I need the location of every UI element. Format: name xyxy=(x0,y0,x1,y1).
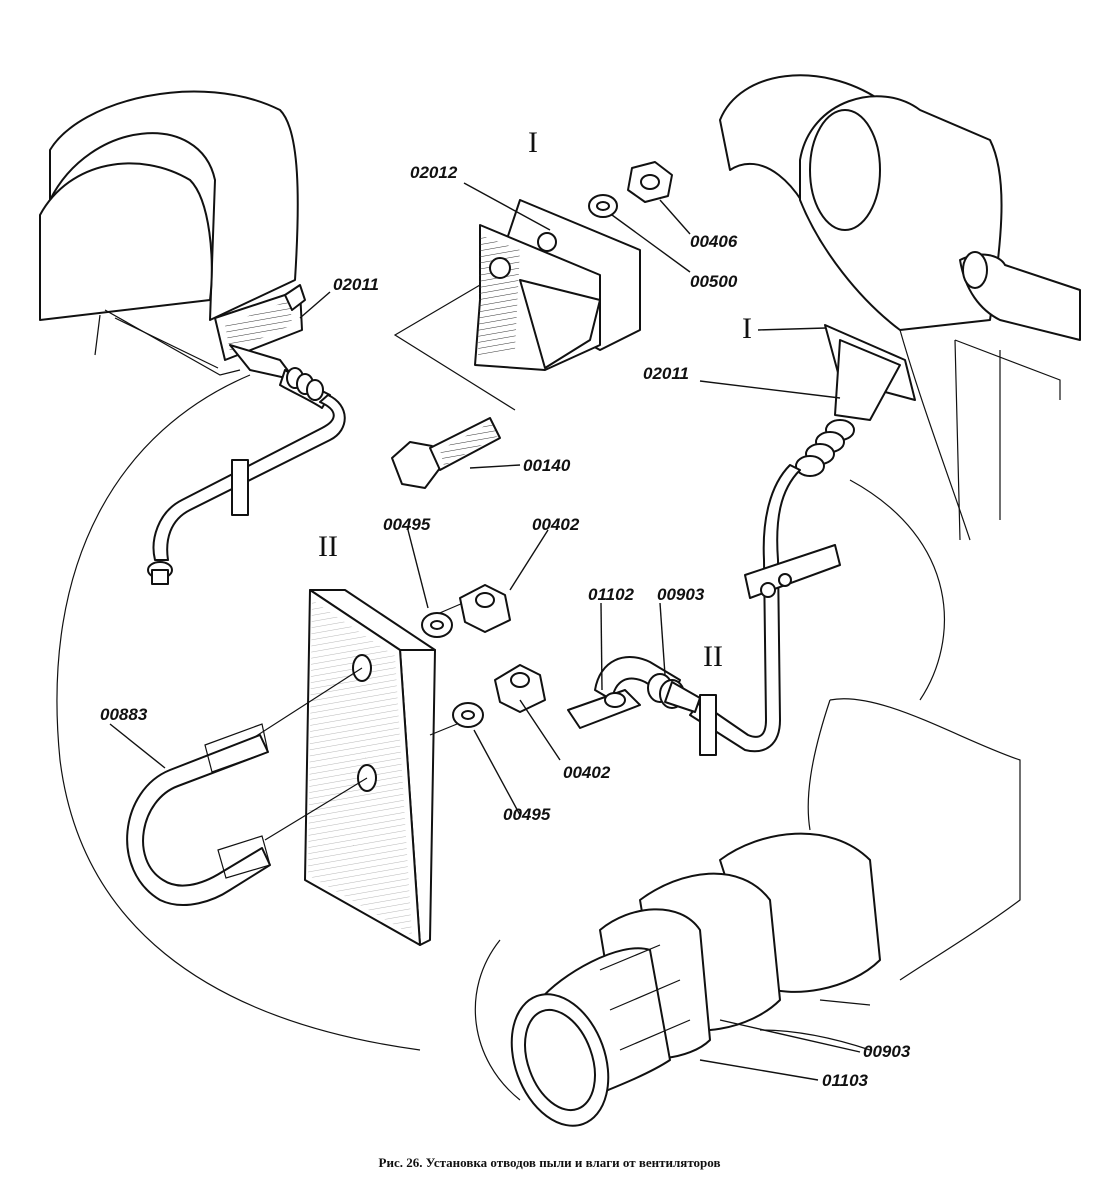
view-mark-two-left: II xyxy=(318,530,338,563)
label-02011-right: 02011 xyxy=(643,364,689,383)
bracket-detail-one xyxy=(393,199,641,411)
leader-lines xyxy=(109,182,861,1081)
nut-00402-bottom xyxy=(494,664,546,713)
mounting-plate xyxy=(249,589,471,946)
label-00406: 00406 xyxy=(690,232,738,251)
label-00402-bottom: 00402 xyxy=(563,763,611,782)
label-01103: 01103 xyxy=(822,1071,869,1090)
drain-fitting-01102 xyxy=(567,656,701,729)
view-mark-one-right: I xyxy=(742,312,752,345)
washer-00495-bottom xyxy=(452,702,484,728)
frame-arc-bottom xyxy=(474,939,521,1101)
view-mark-two-right: II xyxy=(703,640,723,673)
u-bolt-00883 xyxy=(126,723,271,906)
right-fan-housing xyxy=(719,74,1081,541)
label-00883: 00883 xyxy=(100,705,148,724)
left-drain-pipe xyxy=(147,367,346,585)
label-02012: 02012 xyxy=(410,163,458,182)
label-00495-bottom: 00495 xyxy=(503,805,551,824)
frame-arc-left xyxy=(56,374,421,1051)
label-02011-left: 02011 xyxy=(333,275,379,294)
nut-00406 xyxy=(627,161,673,203)
view-mark-one-top: I xyxy=(528,126,538,159)
label-00903-large: 00903 xyxy=(863,1042,911,1061)
label-00402-top: 00402 xyxy=(532,515,580,534)
right-drain-pipe xyxy=(689,419,855,756)
left-bracket xyxy=(214,284,306,381)
frame-arc-right xyxy=(849,479,946,701)
label-00903-small: 00903 xyxy=(657,585,705,604)
figure-caption: Рис. 26. Установка отводов пыли и влаги … xyxy=(378,1155,721,1170)
left-fan-housing xyxy=(39,90,299,376)
label-00140: 00140 xyxy=(523,456,571,475)
hose-detail xyxy=(510,698,1021,1127)
right-bracket xyxy=(824,324,916,421)
label-01102: 01102 xyxy=(588,585,635,604)
nut-00402-top xyxy=(459,584,511,633)
label-00495-top: 00495 xyxy=(383,515,431,534)
washer-00495-top xyxy=(421,612,453,638)
bolt-00140 xyxy=(391,417,501,489)
washer-00500 xyxy=(588,194,618,218)
label-00500: 00500 xyxy=(690,272,738,291)
